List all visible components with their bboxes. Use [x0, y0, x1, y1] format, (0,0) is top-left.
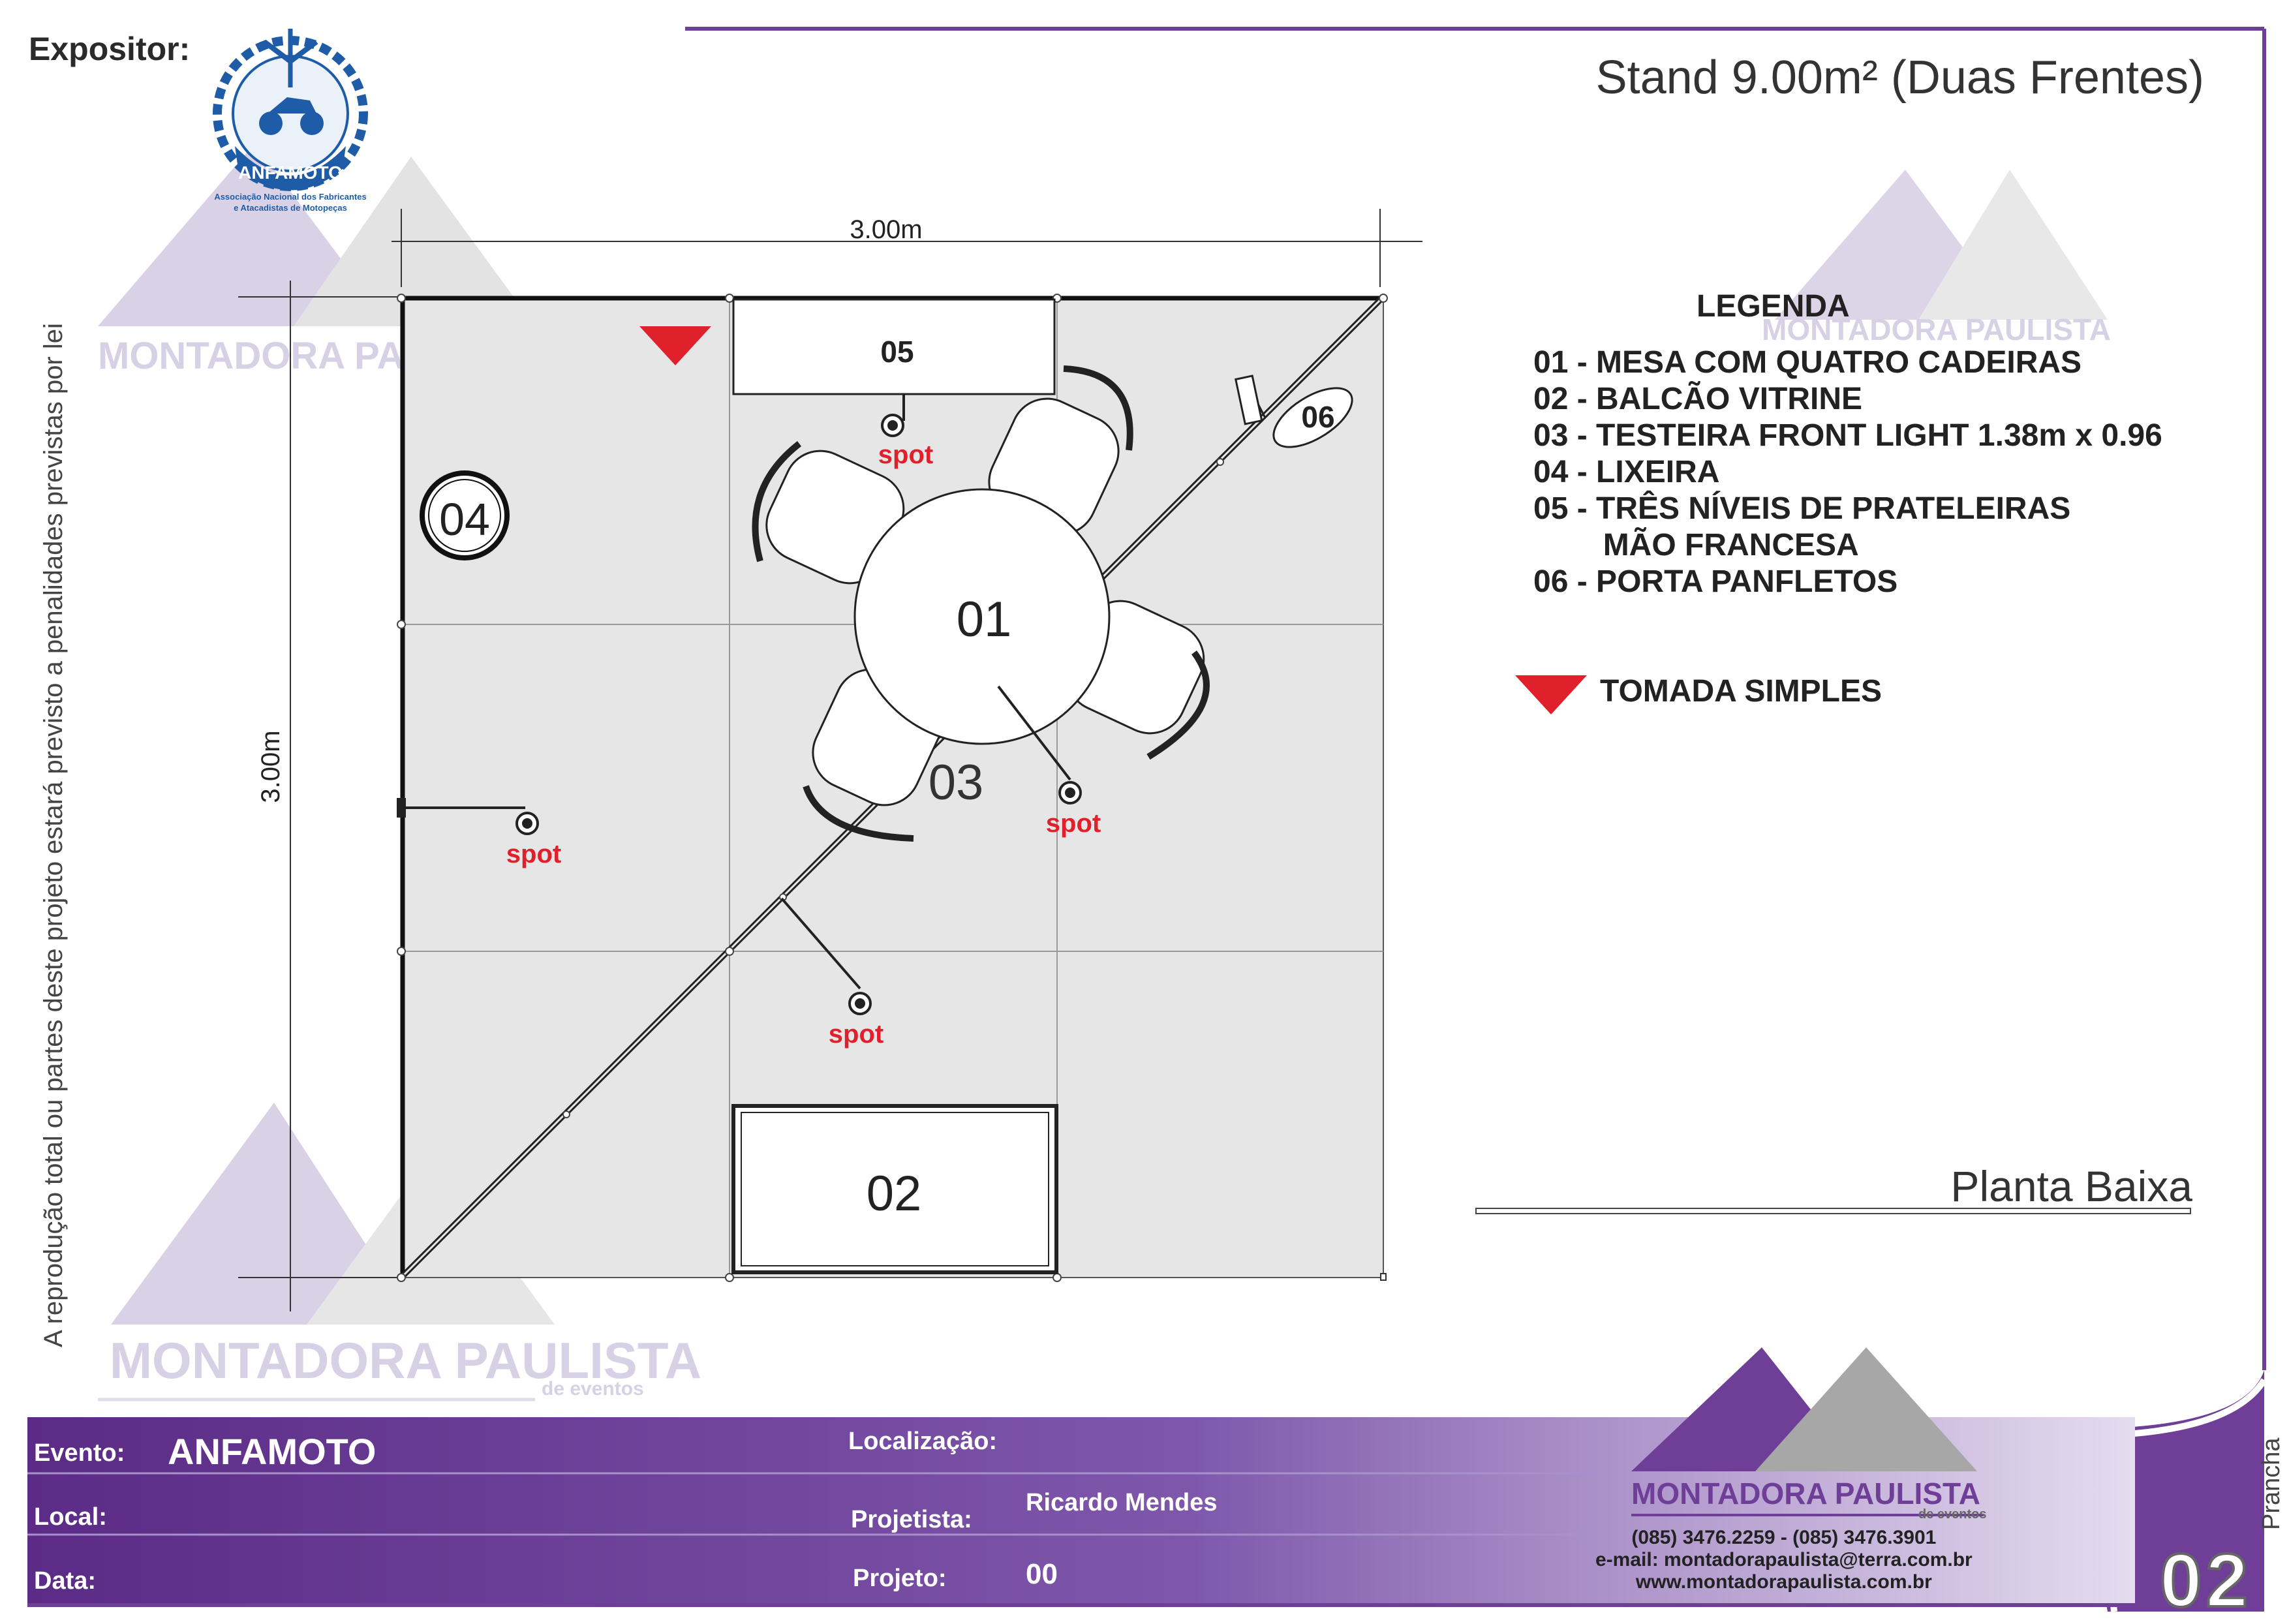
legend-item-05: 05 - TRÊS NÍVEIS DE PRATELEIRAS	[1533, 491, 2071, 526]
legend-item-01: 01 - MESA COM QUATRO CADEIRAS	[1533, 345, 2082, 380]
local-label: Local:	[34, 1503, 107, 1531]
legend-item-02: 02 - BALCÃO VITRINE	[1533, 382, 1863, 416]
projeto-label: Projeto:	[853, 1565, 947, 1592]
legend-outlet-label: TOMADA SIMPLES	[1600, 674, 1882, 709]
anfamoto-logo: ANFAMOTO Associação Nacional dos Fabrica…	[209, 16, 372, 218]
projeto-value: 00	[1026, 1558, 1058, 1590]
spotlights	[397, 395, 1082, 1015]
evento-value: ANFAMOTO	[168, 1431, 376, 1472]
label-06: 06	[1301, 400, 1334, 434]
trash-bin-04	[420, 470, 510, 560]
stand-title: Stand 9.00m² (Duas Frentes)	[1595, 52, 2204, 104]
outlet-marker-plan	[639, 326, 711, 365]
counter-02	[731, 1104, 1058, 1274]
label-05: 05	[880, 335, 914, 369]
table-and-chairs-01	[752, 365, 1210, 842]
legend-item-05-cont: MÃO FRANCESA	[1533, 528, 1859, 562]
projetista-label: Projetista:	[851, 1506, 972, 1533]
planta-underline	[1475, 1208, 2191, 1214]
watermark-sub-bottom-left: de eventos	[542, 1378, 644, 1400]
view-title: Planta Baixa	[1950, 1162, 2192, 1210]
watermark-text-bottom-left: MONTADORA PAULISTA	[110, 1332, 702, 1389]
leaflet-holder-06	[1234, 375, 1353, 448]
anfamoto-caption-2: e Atacadistas de Motopeças	[234, 203, 347, 213]
dimension-lines	[238, 209, 1422, 1311]
outlet-legend-icon	[1515, 675, 1587, 714]
width-dimension: 3.00m	[850, 215, 922, 244]
spot-label-1: spot	[878, 440, 933, 469]
legend-item-03: 03 - TESTEIRA FRONT LIGHT 1.38m x 0.96	[1533, 418, 2162, 453]
watermark-text-top-right: MONTADORA PAULISTA	[1762, 313, 2111, 346]
evento-label: Evento:	[34, 1439, 125, 1467]
label-03: 03	[929, 755, 984, 810]
watermark-text-top-left: MONTADORA PA	[98, 335, 405, 377]
footer-brand-sub: de eventos	[1918, 1507, 1987, 1522]
legend-item-04: 04 - LIXEIRA	[1533, 455, 1720, 489]
spot-label-4: spot	[829, 1020, 883, 1049]
round-table	[853, 488, 1111, 745]
spot-label-2: spot	[506, 840, 561, 868]
label-02: 02	[867, 1166, 922, 1221]
anfamoto-logo-name: ANFAMOTO	[238, 162, 343, 183]
shelves-05	[732, 298, 1056, 395]
anfamoto-emblem: ANFAMOTO	[213, 29, 368, 191]
prancha-number: 02	[2158, 1537, 2252, 1624]
contact-website: www.montadorapaulista.com.br	[1635, 1571, 1932, 1593]
legend-item-06: 06 - PORTA PANFLETOS	[1533, 564, 1898, 599]
contact-phones: (085) 3476.2259 - (085) 3476.3901	[1631, 1527, 1937, 1548]
projetista-value: Ricardo Mendes	[1026, 1489, 1218, 1516]
anfamoto-caption-1: Associação Nacional dos Fabricantes	[214, 192, 367, 202]
title-block: Evento: ANFAMOTO Local: Data: Localizaçã…	[27, 1416, 2246, 1605]
expositor-label: Expositor:	[29, 31, 191, 67]
spot-label-3: spot	[1046, 809, 1101, 838]
legend-title: LEGENDA	[1697, 289, 1850, 324]
localizacao-label: Localização:	[848, 1428, 998, 1455]
label-01: 01	[957, 592, 1012, 647]
label-04: 04	[439, 494, 490, 545]
prancha-label: Prancha	[2258, 1437, 2285, 1530]
contact-info: (085) 3476.2259 - (085) 3476.3901 e-mail…	[1595, 1527, 1973, 1593]
contact-email: e-mail: montadorapaulista@terra.com.br	[1595, 1549, 1973, 1570]
data-label: Data:	[34, 1567, 97, 1595]
footer-brand-name: MONTADORA PAULISTA	[1631, 1477, 1980, 1510]
height-dimension: 3.00m	[256, 730, 285, 803]
